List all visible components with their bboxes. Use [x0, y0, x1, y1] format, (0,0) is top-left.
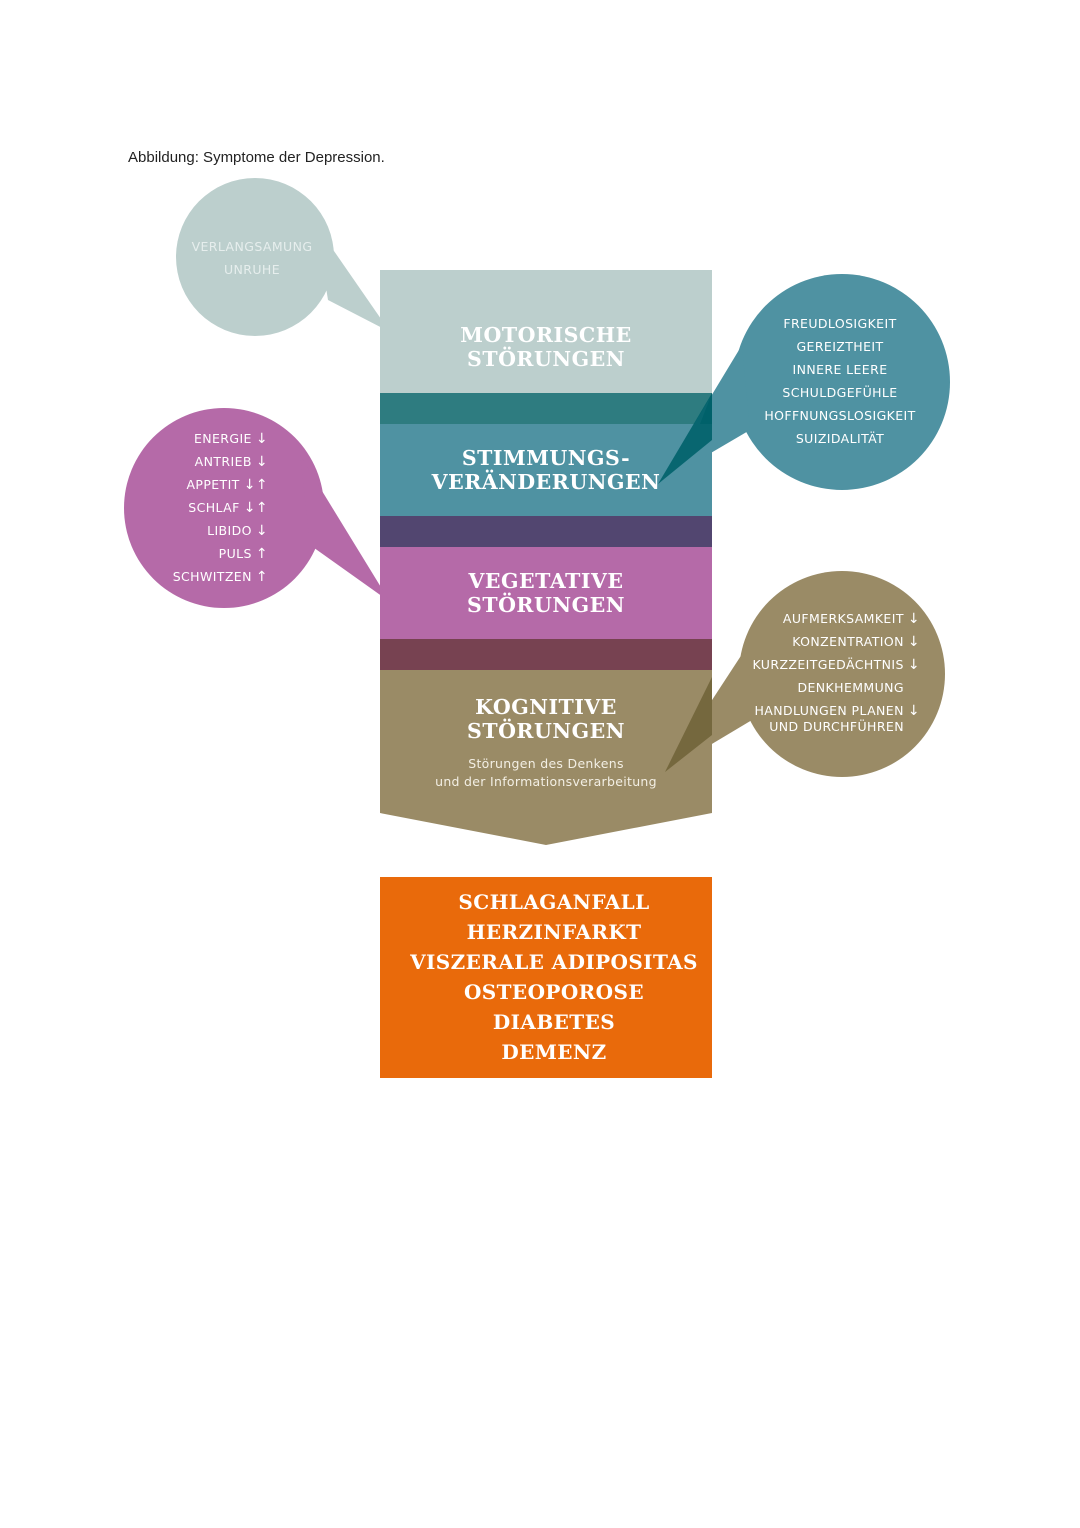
arrow-icon: ↓↑ [243, 477, 268, 493]
item-label: PULS [218, 546, 252, 561]
arrow-icon: ↓ [255, 523, 268, 539]
vegetative-title-line1: VEGETATIVE [468, 569, 624, 593]
list-item: DENKHEMMUNG [742, 676, 920, 699]
list-item: KONZENTRATION↓ [742, 630, 920, 653]
motor-title-line1: MOTORISCHE [460, 323, 632, 347]
motor-title: MOTORISCHE STÖRUNGEN [380, 323, 712, 371]
list-item: HANDLUNGEN PLANEN↓ UND DURCHFÜHREN [742, 699, 920, 735]
outcome-list: SCHLAGANFALL HERZINFARKT VISZERALE ADIPO… [380, 887, 728, 1067]
item-label: SCHWITZEN [172, 569, 252, 584]
cognitive-title: KOGNITIVE STÖRUNGEN [380, 695, 712, 743]
item-label: LIBIDO [207, 523, 252, 538]
arrow-icon: ↓ [255, 454, 268, 470]
mood-title-line2: VERÄNDERUNGEN [431, 470, 661, 494]
list-item: FREUDLOSIGKEIT [783, 316, 897, 331]
list-item: AUFMERKSAMKEIT↓ [742, 607, 920, 630]
list-item: GEREIZTHEIT [796, 339, 884, 354]
list-item: SCHULDGEFÜHLE [782, 385, 898, 400]
item-label: ENERGIE [193, 431, 252, 446]
outcome-item: DEMENZ [501, 1040, 607, 1064]
motor-bubble [176, 178, 390, 336]
item-label: DENKHEMMUNG [797, 680, 904, 695]
list-item: SCHLAF↓↑ [140, 496, 268, 519]
outcome-item: OSTEOPOROSE [463, 980, 644, 1004]
band-maroon [380, 639, 712, 670]
cognitive-subtitle: Störungen des Denkens und der Informatio… [380, 755, 712, 791]
arrow-icon: ↓ [907, 634, 920, 650]
band-teal [380, 393, 712, 424]
list-item: PULS↑ [140, 542, 268, 565]
list-item: APPETIT↓↑ [140, 473, 268, 496]
list-item: ANTRIEB↓ [140, 450, 268, 473]
arrow-icon: ↓ [907, 657, 920, 673]
list-item: SCHWITZEN↑ [140, 565, 268, 588]
motor-block [380, 270, 712, 393]
cognitive-tail-overlap [665, 677, 712, 772]
list-item: HOFFNUNGSLOSIGKEIT [764, 408, 916, 423]
item-label: AUFMERKSAMKEIT [782, 611, 904, 626]
arrow-icon: ↓↑ [243, 500, 268, 516]
list-item: INNERE LEERE [792, 362, 888, 377]
item-label-line2: UND DURCHFÜHREN [769, 719, 904, 734]
item-label: APPETIT [186, 477, 240, 492]
outcome-item: SCHLAGANFALL [458, 890, 650, 914]
outcome-item: HERZINFARKT [466, 920, 642, 944]
cognitive-subtitle-line1: Störungen des Denkens [468, 756, 624, 771]
mood-block [380, 424, 712, 516]
outcome-block [380, 877, 712, 1078]
item-label: ANTRIEB [194, 454, 252, 469]
motor-title-line2: STÖRUNGEN [467, 347, 625, 371]
arrow-icon: ↓ [907, 611, 920, 627]
vegetative-title: VEGETATIVE STÖRUNGEN [380, 569, 712, 617]
item-label: KURZZEITGEDÄCHTNIS [752, 657, 904, 672]
vegetative-title-line2: STÖRUNGEN [467, 593, 625, 617]
arrow-icon: ↓ [255, 431, 268, 447]
arrow-icon: ↑ [255, 569, 268, 585]
list-item: VERLANGSAMUNG [191, 239, 313, 254]
cognitive-title-line2: STÖRUNGEN [467, 719, 625, 743]
motor-symptom-list: VERLANGSAMUNG UNRUHE [176, 235, 328, 281]
outcome-item: VISZERALE ADIPOSITAS [410, 950, 698, 974]
list-item: KURZZEITGEDÄCHTNIS↓ [742, 653, 920, 676]
item-label: SCHLAF [188, 500, 240, 515]
cognitive-subtitle-line2: und der Informationsverarbeitung [435, 774, 657, 789]
item-label: KONZENTRATION [792, 634, 904, 649]
band-purple [380, 516, 712, 547]
list-item: UNRUHE [223, 262, 281, 277]
vegetative-symptom-list: ENERGIE↓ ANTRIEB↓ APPETIT↓↑ SCHLAF↓↑ LIB… [140, 427, 268, 588]
cognitive-title-line1: KOGNITIVE [475, 695, 617, 719]
vegetative-bubble [124, 408, 390, 608]
figure-caption: Abbildung: Symptome der Depression. [128, 149, 385, 166]
list-item: ENERGIE↓ [140, 427, 268, 450]
arrow-icon: ↓ [907, 703, 920, 719]
item-label: HANDLUNGEN PLANEN [754, 703, 904, 718]
arrow-icon: ↑ [255, 546, 268, 562]
cognitive-block [380, 670, 712, 845]
vegetative-block [380, 547, 712, 639]
mood-symptom-list: FREUDLOSIGKEIT GEREIZTHEIT INNERE LEERE … [752, 312, 928, 450]
list-item: LIBIDO↓ [140, 519, 268, 542]
mood-title: STIMMUNGS- VERÄNDERUNGEN [380, 446, 712, 494]
outcome-item: DIABETES [492, 1010, 616, 1034]
mood-tail-overlap [658, 393, 712, 484]
list-item: SUIZIDALITÄT [795, 431, 885, 446]
mood-title-line1: STIMMUNGS- [461, 446, 631, 470]
cognitive-symptom-list: AUFMERKSAMKEIT↓ KONZENTRATION↓ KURZZEITG… [742, 607, 920, 735]
